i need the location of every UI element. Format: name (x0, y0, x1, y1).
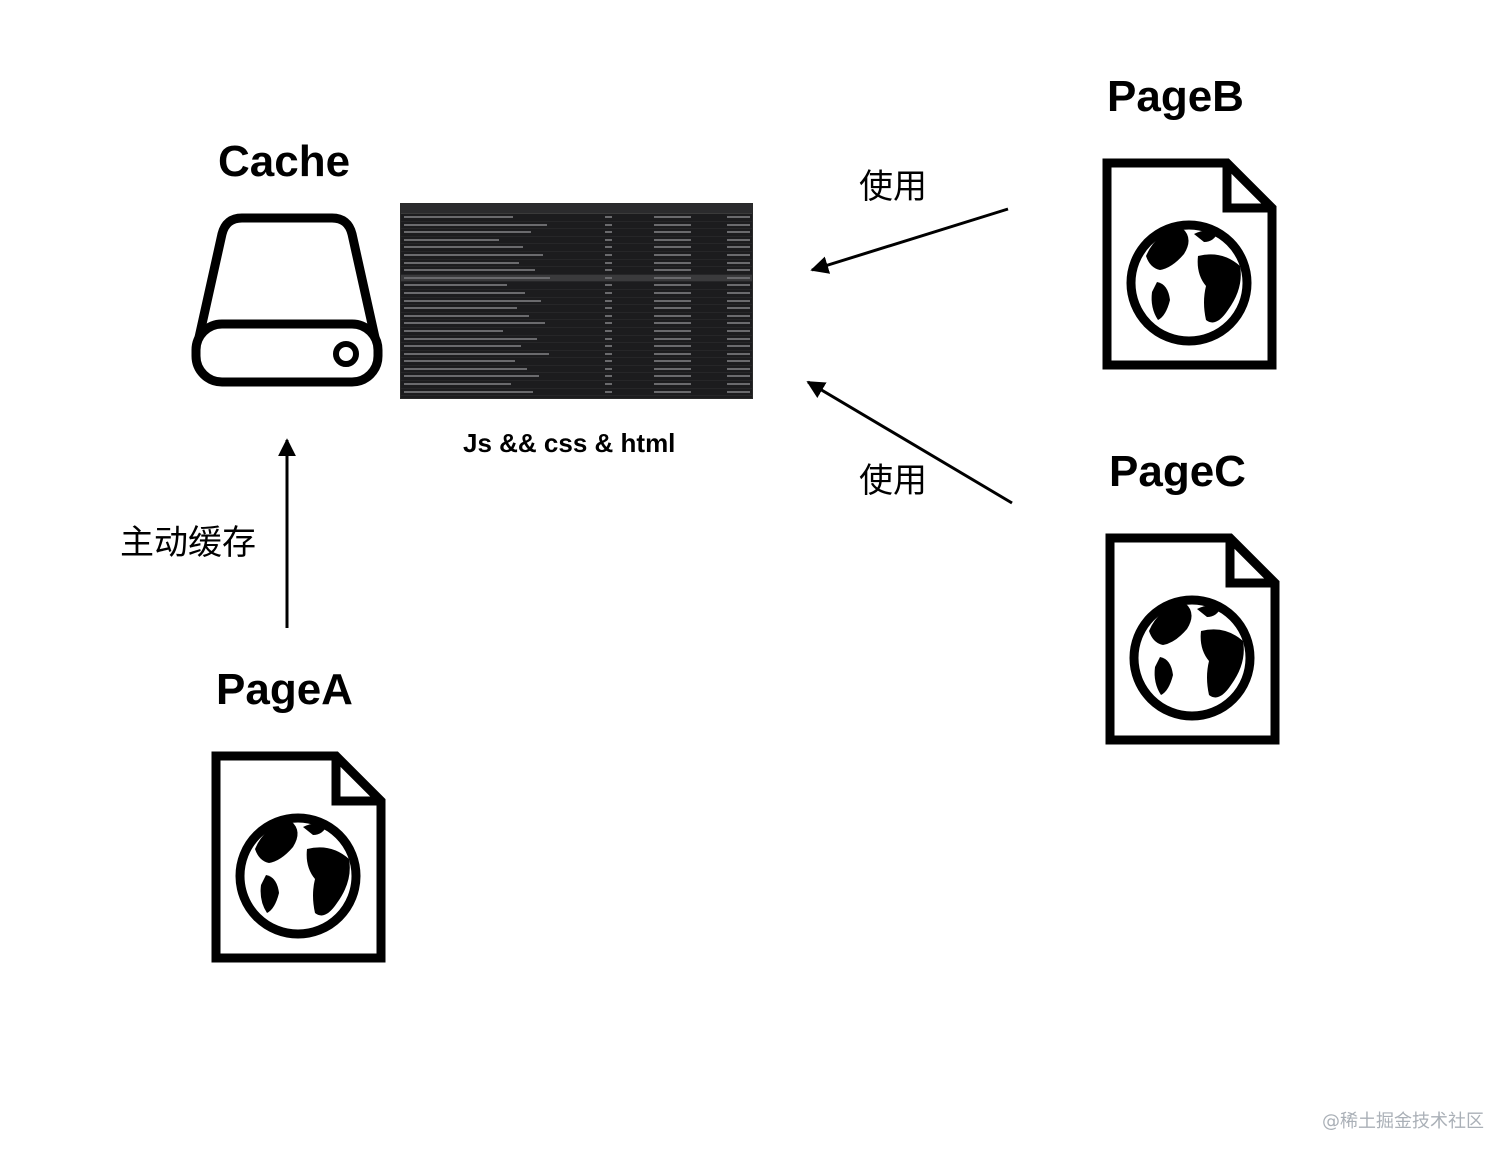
network-panel-rows (401, 214, 752, 398)
page-b-icon (1102, 158, 1277, 370)
network-panel-row (401, 244, 752, 252)
network-panel-row (401, 214, 752, 222)
hard-drive-icon (191, 213, 383, 387)
network-panel-row (401, 373, 752, 382)
network-panel-row (401, 305, 752, 313)
network-panel-row (401, 298, 752, 306)
web-page-globe-icon (211, 751, 386, 963)
arrow-page-c-to-cache (806, 380, 1013, 505)
network-panel-row (401, 290, 752, 298)
network-panel-row (401, 260, 752, 268)
network-panel-row (401, 328, 752, 336)
arrow-page-b-to-cache (810, 207, 1009, 274)
network-panel-row (401, 389, 752, 397)
web-page-globe-icon (1102, 158, 1277, 370)
active-cache-label: 主动缓存 (120, 523, 256, 563)
network-panel-screenshot (400, 203, 753, 399)
network-panel-row (401, 274, 752, 283)
cache-title: Cache (218, 137, 351, 186)
network-panel-header (401, 204, 752, 214)
network-panel-row (401, 222, 752, 230)
use-label-b: 使用 (859, 167, 927, 207)
network-panel-row (401, 313, 752, 321)
page-c-title: PageC (1109, 447, 1246, 496)
network-panel-row (401, 237, 752, 245)
network-panel-row (401, 282, 752, 290)
network-panel-row (401, 229, 752, 237)
watermark: @稀土掘金技术社区 (1322, 1111, 1484, 1132)
network-panel-row (401, 358, 752, 366)
network-panel-row (401, 267, 752, 275)
network-panel-row (401, 381, 752, 389)
network-panel-row (401, 366, 752, 374)
network-panel-row (401, 320, 752, 328)
network-panel-row (401, 343, 752, 351)
page-b-title: PageB (1107, 72, 1244, 121)
use-label-c: 使用 (859, 461, 927, 501)
web-page-globe-icon (1105, 533, 1280, 745)
network-panel-row (401, 336, 752, 344)
page-c-icon (1105, 533, 1280, 745)
resources-caption: Js && css & html (463, 428, 676, 458)
page-a-icon (211, 751, 386, 963)
network-panel-row (401, 252, 752, 260)
network-panel-row (401, 351, 752, 359)
page-a-title: PageA (216, 665, 353, 714)
